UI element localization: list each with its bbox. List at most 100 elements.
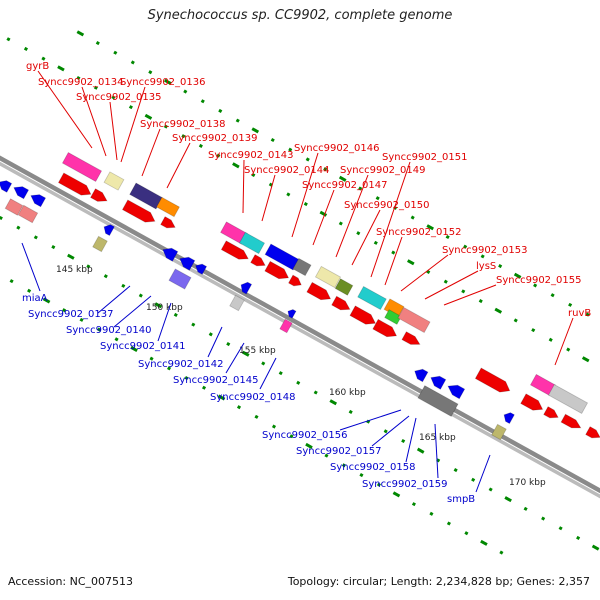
gene-label: Syncc9902_0136 (120, 77, 206, 88)
gene-leader-line (424, 270, 479, 300)
ruler-tick (504, 496, 512, 503)
forward-gene-block (103, 171, 125, 191)
backbone-line (0, 155, 600, 494)
ruler-tick (288, 147, 293, 152)
gene-label: Syncc9902_0144 (244, 165, 330, 176)
ruler-tick (149, 356, 154, 361)
gene-leader-line (37, 70, 93, 149)
ruler-tick (359, 472, 364, 478)
forward-gene-block-shape (334, 278, 354, 296)
ruler-tick (62, 308, 67, 313)
gene-leader-line (335, 174, 369, 258)
ruler-tick (324, 453, 329, 458)
ruler-tick (391, 250, 396, 255)
ruler-tick (319, 210, 328, 217)
forward-gene-block-shape (121, 199, 156, 223)
ruler-tick (148, 70, 153, 75)
gene-leader-line (554, 317, 574, 366)
ruler-tick (488, 487, 493, 492)
ruler-tick (494, 307, 503, 314)
ruler-tick (429, 511, 434, 516)
ruler-tick (271, 424, 277, 429)
forward-gene-block (357, 285, 387, 311)
ruler-tick (358, 186, 363, 191)
gene-label: Syncc9902_0157 (296, 446, 382, 457)
forward-gene-block (349, 305, 376, 325)
ruler-label: 150 kbp (146, 303, 183, 313)
ruler-tick (463, 244, 468, 249)
forward-gene-block (61, 151, 103, 183)
gene-leader-line (157, 302, 172, 342)
ruler-tick (95, 41, 100, 46)
forward-gene-block (57, 172, 92, 196)
ruler-tick (499, 550, 504, 555)
gene-leader-line (400, 254, 449, 292)
forward-gene-block (220, 240, 249, 260)
gene-leader-line (141, 128, 161, 177)
reverse-gene-block (168, 268, 192, 290)
forward-gene-block-shape (61, 151, 103, 183)
ruler-tick (278, 371, 283, 376)
ruler-tick (356, 231, 361, 236)
forward-gene-block (306, 281, 332, 301)
forward-gene-block (372, 318, 398, 338)
gene-leader-line (434, 423, 439, 479)
gene-label: smpB (447, 494, 475, 505)
gene-label: Syncc9902_0134 (38, 77, 124, 88)
ruler-tick (303, 202, 308, 207)
ruler-tick (338, 221, 343, 226)
forward-gene-block-shape (401, 331, 421, 345)
gene-leader-line (113, 295, 152, 328)
ruler-tick (513, 318, 518, 323)
gene-label: Syncc9902_0135 (76, 92, 162, 103)
ruler-tick (97, 327, 102, 332)
ruler-tick (111, 95, 116, 100)
reverse-gene-block (13, 186, 30, 200)
ruler-tick (410, 215, 415, 220)
reverse-gene-block-shape (179, 256, 196, 271)
ruler-tick (0, 215, 3, 221)
ruler-tick (41, 56, 46, 61)
gene-label: Syncc9902_0150 (344, 200, 430, 211)
forward-gene-block-shape (103, 171, 125, 191)
map-title: Synechococcus sp. CC9902, complete genom… (147, 8, 453, 23)
gene-label: Syncc9902_0138 (140, 119, 226, 130)
reverse-gene-block (179, 256, 196, 271)
ruler-tick (411, 502, 416, 507)
reverse-gene-block-shape (414, 368, 429, 383)
gene-leader-line (97, 285, 131, 314)
ruler-tick (498, 264, 503, 269)
reverse-gene-block-shape (240, 281, 253, 295)
forward-gene-block (520, 393, 544, 411)
forward-gene-block (238, 231, 266, 255)
forward-gene-block (90, 188, 108, 202)
forward-gene-block (288, 274, 302, 287)
reverse-gene-block (503, 412, 515, 425)
gene-leader-line (405, 417, 417, 463)
forward-gene-block (160, 216, 176, 229)
forward-gene-block (543, 406, 559, 419)
forward-gene-block-shape (264, 260, 290, 280)
ruler-tick (261, 361, 266, 366)
ruler-tick (531, 328, 536, 333)
ruler-tick (383, 429, 388, 434)
ruler-tick (286, 192, 291, 197)
reverse-gene-block (103, 224, 115, 237)
reverse-gene-block-shape (491, 423, 507, 441)
gene-leader-line (242, 159, 245, 214)
ruler-tick (576, 535, 581, 540)
ruler-tick (9, 279, 14, 284)
reverse-gene-block-shape (30, 194, 47, 208)
ruler-tick (341, 463, 347, 468)
ruler-tick (86, 264, 91, 269)
forward-gene-block-shape (585, 426, 600, 439)
forward-gene-block-shape (306, 281, 332, 301)
ruler-tick (27, 288, 32, 293)
ruler-tick (226, 341, 231, 347)
ruler-tick (296, 380, 301, 385)
ruler-tick (407, 259, 415, 266)
reverse-gene-block-shape (13, 186, 30, 200)
ruler-tick (93, 85, 98, 90)
gene-label: Syncc9902_0159 (362, 479, 448, 490)
